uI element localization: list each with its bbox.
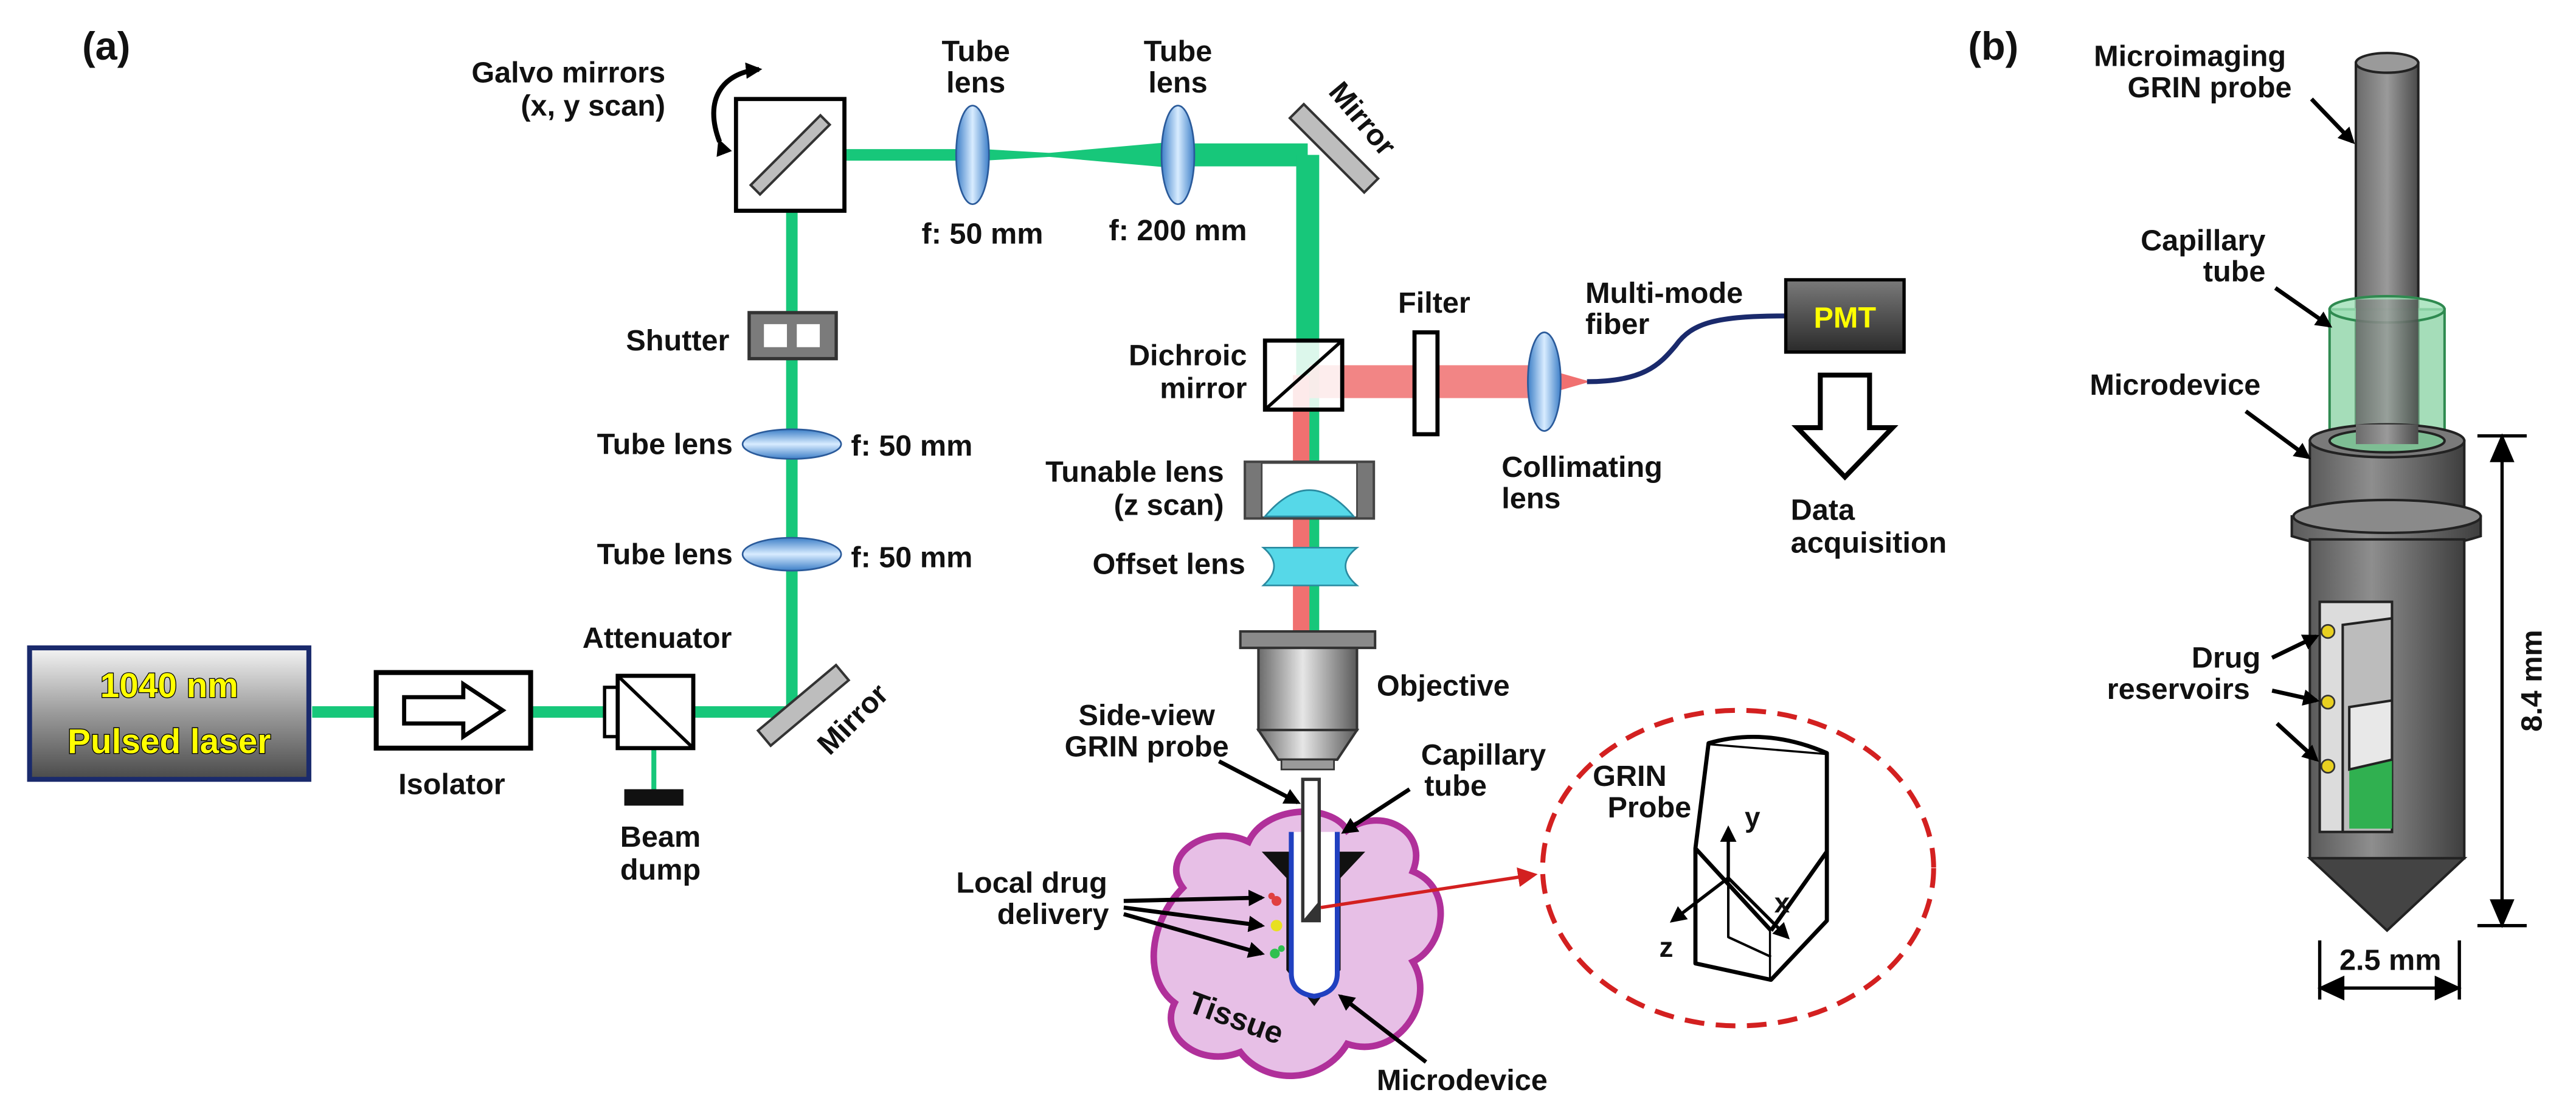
scan-focal-length-label: f: 50 mm — [922, 218, 1044, 251]
axis-z-label: z — [1660, 931, 1674, 963]
microdevice-b-pointer — [2244, 409, 2311, 459]
drug-reservoirs-label-1: Drug — [2192, 642, 2260, 675]
laser-wavelength-label: 1040 nm — [100, 667, 238, 705]
galvo-label-2: (x, y scan) — [521, 89, 665, 122]
down-arrow-icon — [1791, 372, 1899, 481]
grin-probe-inset — [1669, 735, 1829, 982]
laser-source: 1040 nm Pulsed laser — [27, 645, 311, 782]
microdevice-pointer-a — [1338, 994, 1427, 1064]
attenuator-label: Attenuator — [583, 622, 732, 655]
isolator: Isolator — [373, 670, 533, 801]
dichroic-label-1: Dichroic — [1129, 339, 1247, 372]
microdevice-a — [1261, 777, 1365, 1007]
data-acquisition: Data acquisition — [1791, 372, 1947, 559]
drug-delivery-pointers — [1123, 889, 1265, 958]
lower-mirror: Mirror — [756, 663, 895, 761]
upper-focal-length-label: f: 50 mm — [851, 429, 972, 462]
zoom-arrow — [1320, 867, 1538, 909]
local-drug-label-1: Local drug — [956, 867, 1107, 900]
galvo-label-1: Galvo mirrors — [471, 57, 665, 89]
relay-focal-length-label: f: 200 mm — [1109, 214, 1247, 247]
galvo-mirrors: Galvo mirrors (x, y scan) — [471, 57, 847, 213]
lower-focal-length-label: f: 50 mm — [851, 541, 972, 574]
collimating-label-1: Collimating — [1501, 451, 1663, 484]
data-acq-label-1: Data — [1791, 493, 1855, 526]
capillary-tube-b — [2328, 294, 2446, 449]
upper-tube-lens-label: Tube lens — [597, 428, 733, 460]
grin-probe-label-2: Probe — [1607, 791, 1691, 824]
filter-label: Filter — [1398, 287, 1470, 319]
rotation-arrow-icon — [711, 62, 763, 158]
microdevice-b-label: Microdevice — [2090, 369, 2260, 401]
relay-tube-lens-label-1: Tube — [1144, 35, 1213, 68]
capillary-pointer — [1341, 787, 1411, 834]
height-dimension-label: 8.4 mm — [2515, 630, 2548, 732]
upper-tube-lens: Tube lens f: 50 mm — [597, 428, 973, 462]
attenuator: Attenuator — [583, 622, 732, 751]
side-view-label-2: GRIN probe — [1065, 730, 1229, 763]
axis-y-label: y — [1745, 802, 1761, 833]
zoom-circle — [1540, 707, 1936, 1029]
microimaging-label-1: Microimaging — [2094, 40, 2286, 73]
panel-label-a: (a) — [82, 24, 130, 68]
laser-type-label: Pulsed laser — [68, 723, 271, 761]
relay-tube-lens: Tube lens f: 200 mm — [1109, 35, 1247, 247]
capillary-b-pointer — [2274, 286, 2333, 328]
capillary-b-label-2: tube — [2203, 255, 2266, 288]
relay-tube-lens-label-2: lens — [1148, 66, 1207, 99]
microdevice-b — [2290, 423, 2482, 933]
drug-reservoir-dots — [2320, 623, 2336, 774]
height-dimension — [2477, 433, 2527, 928]
scan-tube-lens-label-2: lens — [946, 66, 1005, 99]
lower-tube-lens: Tube lens f: 50 mm — [597, 537, 972, 574]
emission-filter: Filter — [1398, 287, 1470, 437]
offset-lens-label: Offset lens — [1093, 548, 1245, 581]
objective: Objective — [1239, 630, 1510, 771]
microimaging-pointer — [2310, 97, 2355, 144]
isolator-label: Isolator — [398, 768, 505, 801]
capillary-b-label-1: Capillary — [2141, 224, 2265, 257]
drug-reservoir-pointers — [2271, 634, 2320, 762]
width-dimension — [2317, 940, 2462, 1001]
microimaging-label-2: GRIN probe — [2128, 71, 2292, 104]
offset-lens: Offset lens — [1093, 546, 1360, 586]
objective-label: Objective — [1377, 669, 1510, 702]
dichroic-mirror: Dichroic mirror — [1129, 338, 1345, 412]
pmt-detector: PMT — [1784, 278, 1906, 354]
tunable-label-1: Tunable lens — [1045, 456, 1224, 488]
scan-tube-lens-label-1: Tube — [941, 35, 1010, 68]
fiber-label-2: fiber — [1585, 308, 1649, 341]
drug-reservoirs-label-2: reservoirs — [2107, 673, 2250, 706]
collimating-label-2: lens — [1501, 482, 1560, 515]
multimode-fiber: Multi-mode fiber — [1585, 277, 1786, 384]
dichroic-label-2: mirror — [1160, 372, 1247, 405]
panel-label-b: (b) — [1968, 24, 2018, 68]
shutter: Shutter — [626, 311, 838, 361]
side-view-label-1: Side-view — [1079, 699, 1215, 732]
microdevice-label-a: Microdevice — [1377, 1064, 1548, 1097]
lower-tube-lens-label: Tube lens — [597, 538, 733, 571]
collimating-lens: Collimating lens — [1501, 332, 1663, 515]
scan-tube-lens: Tube lens f: 50 mm — [922, 35, 1044, 251]
local-drug-label-2: delivery — [997, 898, 1109, 931]
beam-dump-label-1: Beam — [620, 821, 701, 853]
grin-probe-label-1: GRIN — [1593, 760, 1667, 793]
isolator-arrow-icon — [402, 680, 507, 741]
beam-dump-label-2: dump — [620, 853, 701, 886]
data-acq-label-2: acquisition — [1791, 526, 1947, 559]
axis-x-label: x — [1774, 887, 1790, 919]
side-view-pointer — [1217, 759, 1301, 805]
tunable-lens: Tunable lens (z scan) — [1045, 456, 1376, 521]
fiber-label-1: Multi-mode — [1585, 277, 1743, 310]
shutter-label: Shutter — [626, 324, 729, 357]
tunable-label-2: (z scan) — [1114, 488, 1224, 521]
pmt-label: PMT — [1814, 301, 1877, 334]
width-dimension-label: 2.5 mm — [2339, 944, 2442, 977]
beam-dump: Beam dump — [620, 789, 701, 886]
capillary-label-2: tube — [1424, 769, 1487, 802]
capillary-label-1: Capillary — [1421, 738, 1546, 771]
